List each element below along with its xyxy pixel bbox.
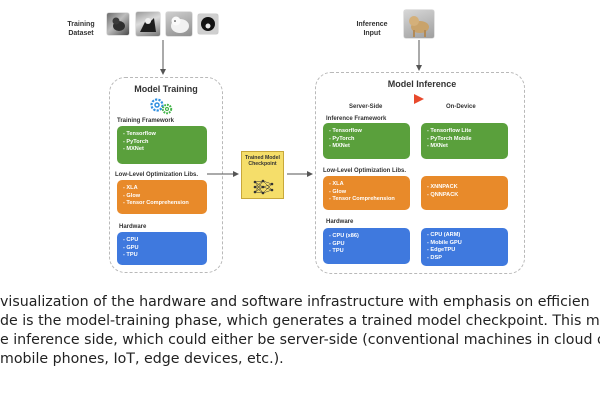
play-triangle-icon bbox=[413, 92, 425, 110]
training-hardware-box: - CPU - GPU - TPU bbox=[117, 232, 207, 265]
caption-line: mobile phones, IoT, edge devices, etc.). bbox=[0, 351, 284, 367]
training-opt-box: - XLA - Glow - Tensor Comprehension bbox=[117, 180, 207, 214]
dog-photo-thumbnail bbox=[166, 12, 192, 36]
list-item: - DSP bbox=[427, 254, 442, 261]
dog-photo-thumbnail bbox=[198, 14, 218, 34]
list-item: - CPU bbox=[123, 237, 139, 243]
list-item: - EdgeTPU bbox=[427, 247, 456, 253]
list-item: - MXNet bbox=[427, 143, 448, 149]
list-item: - PyTorch bbox=[329, 135, 355, 142]
inference-panel-title: Model Inference bbox=[387, 79, 457, 89]
training-framework-box: - Tensorflow - PyTorch - MXNet bbox=[117, 126, 207, 164]
list-item: - Glow bbox=[329, 188, 347, 195]
list-item: - MXNet bbox=[123, 146, 144, 152]
training-framework-label: Training Framework bbox=[117, 118, 175, 124]
server-framework-box: - Tensorflow - PyTorch - MXNet bbox=[323, 123, 410, 159]
device-framework-box: - Tensorflow Lite - PyTorch Mobile - MXN… bbox=[421, 123, 508, 159]
server-side-label: Server-Side bbox=[349, 104, 383, 110]
list-item: - Mobile GPU bbox=[427, 239, 462, 246]
list-item: - PyTorch Mobile bbox=[427, 135, 472, 142]
caption-line: de is the model-training phase, which ge… bbox=[0, 313, 600, 329]
list-item: - Tensor Comprehension bbox=[329, 196, 395, 202]
list-item: - GPU bbox=[123, 244, 139, 251]
training-panel-title: Model Training bbox=[134, 84, 198, 94]
server-hardware-box: - CPU (x86) - GPU - TPU bbox=[323, 228, 410, 264]
list-item: - MXNet bbox=[329, 143, 350, 149]
training-hardware-label: Hardware bbox=[119, 224, 147, 230]
dog-photo-thumbnail bbox=[136, 12, 160, 36]
device-hardware-box: - CPU (ARM) - Mobile GPU - EdgeTPU - DSP bbox=[421, 228, 508, 266]
list-item: - TPU bbox=[329, 248, 344, 254]
gears-icon bbox=[147, 97, 175, 115]
list-item: - Tensorflow Lite bbox=[427, 128, 472, 134]
list-item: - Tensorflow bbox=[123, 131, 156, 137]
neural-network-icon bbox=[253, 179, 274, 200]
list-item: - CPU (ARM) bbox=[427, 232, 461, 238]
caption-line: e inference side, which could either be … bbox=[0, 332, 600, 348]
training-opt-label: Low-Level Optimization Libs. bbox=[115, 172, 199, 178]
dog-photo-thumbnail bbox=[107, 13, 129, 35]
list-item: - XLA bbox=[123, 185, 138, 191]
inference-hardware-label: Hardware bbox=[326, 219, 354, 225]
inference-framework-label: Inference Framework bbox=[326, 116, 387, 122]
caption-line: visualization of the hardware and softwa… bbox=[0, 294, 590, 310]
dog-photo-thumbnail bbox=[404, 10, 434, 38]
list-item: - GPU bbox=[329, 240, 345, 247]
list-item: - QNNPACK bbox=[427, 191, 459, 198]
list-item: - XLA bbox=[329, 181, 344, 187]
server-opt-box: - XLA - Glow - Tensor Comprehension bbox=[323, 176, 410, 210]
checkpoint-note: Trained Model Checkpoint bbox=[241, 151, 284, 199]
list-item: - PyTorch bbox=[123, 138, 149, 145]
list-item: - Tensor Comprehension bbox=[123, 200, 189, 206]
inference-opt-label: Low-Level Optimization Libs. bbox=[323, 168, 407, 174]
checkpoint-label: Trained Model Checkpoint bbox=[245, 155, 280, 167]
list-item: - TPU bbox=[123, 252, 138, 258]
device-opt-box: - XNNPACK - QNNPACK bbox=[421, 176, 508, 210]
list-item: - Glow bbox=[123, 192, 141, 199]
list-item: - XNNPACK bbox=[427, 184, 458, 190]
list-item: - CPU (x86) bbox=[329, 233, 359, 239]
training-dataset-label: Training Dataset bbox=[67, 21, 95, 37]
list-item: - Tensorflow bbox=[329, 128, 362, 134]
inference-input-label: Inference Input bbox=[356, 21, 388, 37]
on-device-label: On-Device bbox=[446, 104, 476, 110]
